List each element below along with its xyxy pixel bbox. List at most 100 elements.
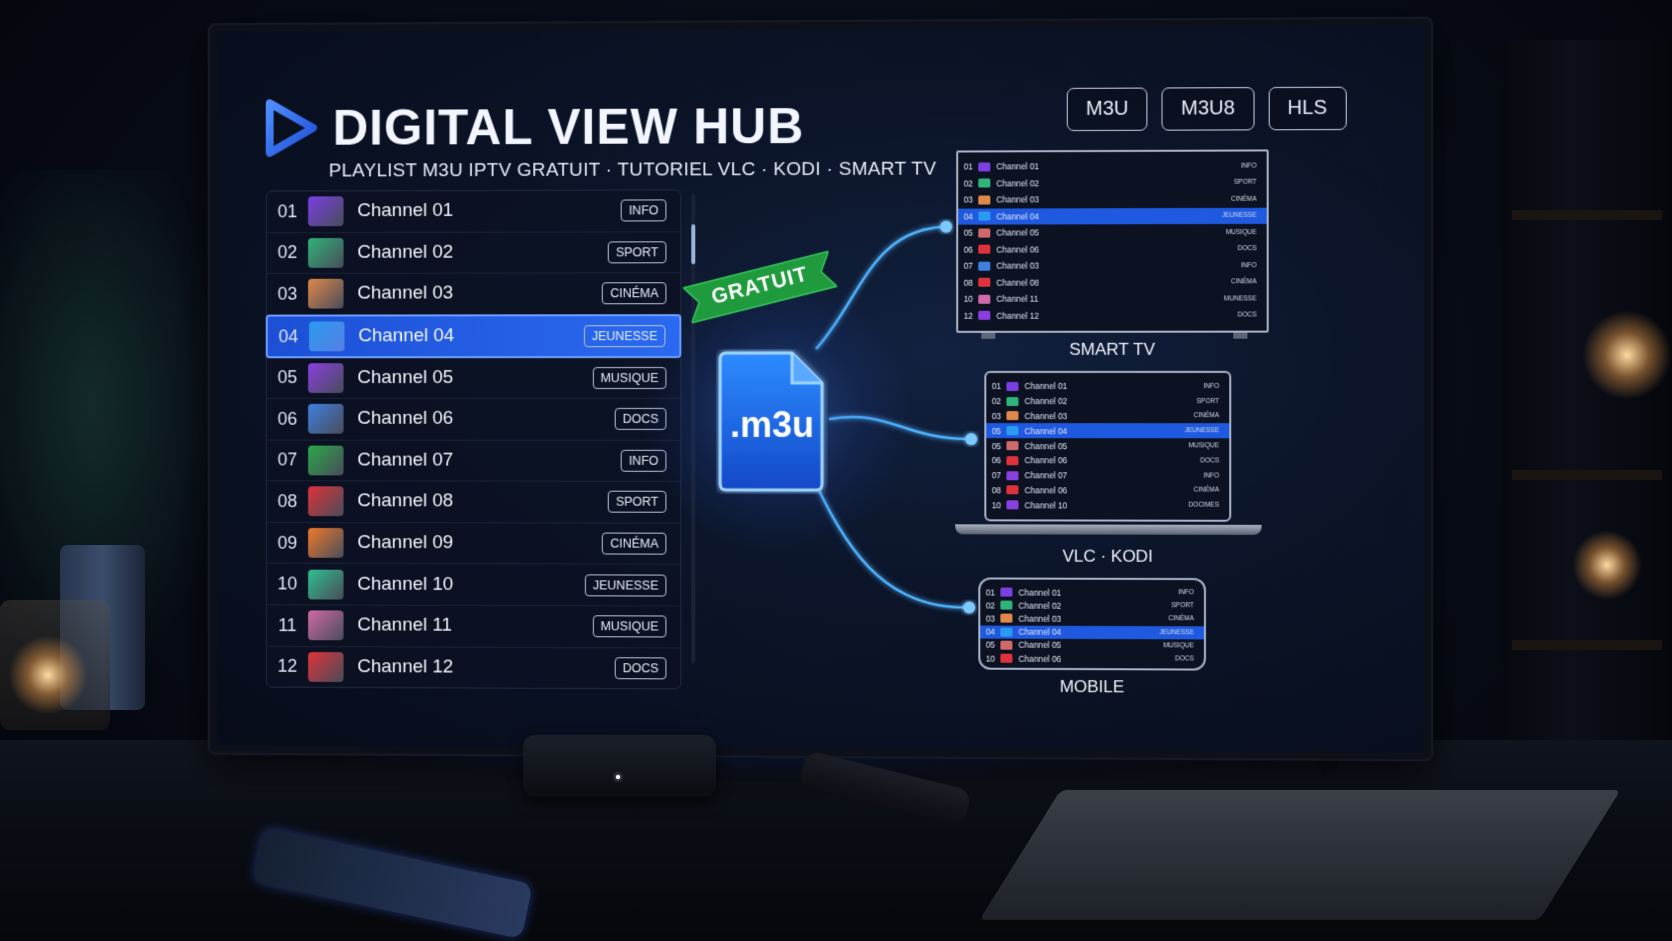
device-channel-tag: INFO xyxy=(1203,472,1220,480)
device-channel-number: 10 xyxy=(963,294,973,305)
m3u-file-label: .m3u xyxy=(730,403,815,445)
device-channel-name: Channel 01 xyxy=(996,161,1040,172)
device-channel-name: Channel 02 xyxy=(1024,396,1068,407)
device-channel-row[interactable]: 06 Channel 06 DOCS xyxy=(986,453,1229,468)
wall-shelf xyxy=(1502,40,1672,820)
device-channel-name: Channel 06 xyxy=(1024,455,1068,466)
device-channel-name: Channel 05 xyxy=(1018,640,1062,651)
ribbon-shape xyxy=(681,244,839,331)
device-channel-name: Channel 08 xyxy=(996,277,1040,288)
device-channel-tag: MUSIQUE xyxy=(1163,642,1194,650)
device-channel-name: Channel 02 xyxy=(996,178,1040,189)
device-channel-name: Channel 01 xyxy=(1018,587,1062,598)
device-channel-tag: DOCS xyxy=(1174,655,1194,663)
set-top-box xyxy=(523,735,716,797)
device-channel-tag: MUSIQUE xyxy=(1188,442,1220,450)
device-channel-tag: JEUNESSE xyxy=(1184,427,1220,435)
vlc-kodi-label: VLC · KODI xyxy=(1062,546,1153,566)
device-channel-number: 02 xyxy=(991,396,1001,407)
device-channel-tag: DOCS xyxy=(1200,457,1220,465)
device-channel-thumbnail xyxy=(978,195,991,205)
device-channel-tag: DOCS xyxy=(1237,311,1257,319)
device-channel-name: Channel 04 xyxy=(996,211,1040,222)
device-channel-number: 10 xyxy=(991,500,1001,511)
device-channel-thumbnail xyxy=(1000,640,1013,650)
shelf-lamp xyxy=(1572,530,1642,600)
device-channel-tag: CINÉMA xyxy=(1193,487,1220,495)
device-channel-tag: DOCIMES xyxy=(1188,501,1220,509)
device-channel-tag: INFO xyxy=(1240,261,1257,270)
device-channel-name: Channel 01 xyxy=(1024,381,1068,392)
device-channel-thumbnail xyxy=(978,244,991,254)
device-channel-thumbnail xyxy=(978,162,991,172)
device-channel-number: 05 xyxy=(991,425,1001,436)
device-channel-row[interactable]: 10 Channel 10 DOCIMES xyxy=(986,498,1229,513)
device-channel-row[interactable]: 05 Channel 05 MUSIQUE xyxy=(980,638,1204,652)
device-channel-number: 04 xyxy=(963,211,973,222)
wire-endpoint xyxy=(965,433,978,446)
device-channel-name: Channel 11 xyxy=(996,293,1039,305)
device-channel-name: Channel 03 xyxy=(996,194,1040,205)
device-channel-thumbnail xyxy=(1000,627,1013,637)
device-channel-tag: MUSIQUE xyxy=(1225,228,1257,236)
device-channel-name: Channel 03 xyxy=(996,260,1040,271)
device-channel-number: 05 xyxy=(963,227,973,238)
device-channel-thumbnail xyxy=(978,294,991,304)
connection-wires xyxy=(217,220,978,614)
device-channel-tag: MUNESSE xyxy=(1224,295,1257,303)
device-channel-row[interactable]: 10 Channel 11 MUNESSE xyxy=(958,290,1266,307)
device-channel-name: Channel 05 xyxy=(1024,440,1068,451)
device-channel-name: Channel 06 xyxy=(1024,485,1068,496)
device-channel-thumbnail xyxy=(1000,653,1013,663)
device-channel-name: Channel 02 xyxy=(1018,600,1062,611)
device-channel-thumbnail xyxy=(978,261,991,271)
device-channel-thumbnail xyxy=(978,228,991,238)
television: DIGITAL VIEW HUB PLAYLIST M3U IPTV GRATU… xyxy=(209,18,1432,760)
device-channel-name: Channel 06 xyxy=(1018,653,1062,664)
gratuit-ribbon: GRATUIT xyxy=(681,244,839,331)
device-channel-number: 05 xyxy=(985,639,995,651)
wire-endpoint xyxy=(940,220,953,233)
device-channel-name: Channel 10 xyxy=(1024,500,1068,511)
device-channel-thumbnail xyxy=(1006,381,1019,391)
device-channel-tag: JEUNESSE xyxy=(1221,212,1257,220)
device-channel-tag: INFO xyxy=(1203,382,1220,390)
device-channel-thumbnail xyxy=(1006,485,1019,495)
mobile-label: MOBILE xyxy=(1059,677,1125,697)
device-channel-number: 06 xyxy=(991,455,1001,466)
device-channel-tag: SPORT xyxy=(1234,178,1257,187)
device-channel-thumbnail xyxy=(1006,500,1019,510)
device-channel-thumbnail xyxy=(1006,470,1019,480)
device-channel-row[interactable]: 04 Channel 04 JEUNESSE xyxy=(958,207,1267,225)
smart-tv-label: SMART TV xyxy=(1069,339,1155,359)
device-channel-thumbnail xyxy=(1000,587,1013,597)
device-channel-number: 01 xyxy=(985,587,995,598)
device-channel-number: 02 xyxy=(985,600,995,611)
device-channel-tag: INFO xyxy=(1240,162,1257,170)
device-channel-thumbnail xyxy=(1006,426,1019,436)
m3u-file-icon[interactable] xyxy=(716,349,828,494)
